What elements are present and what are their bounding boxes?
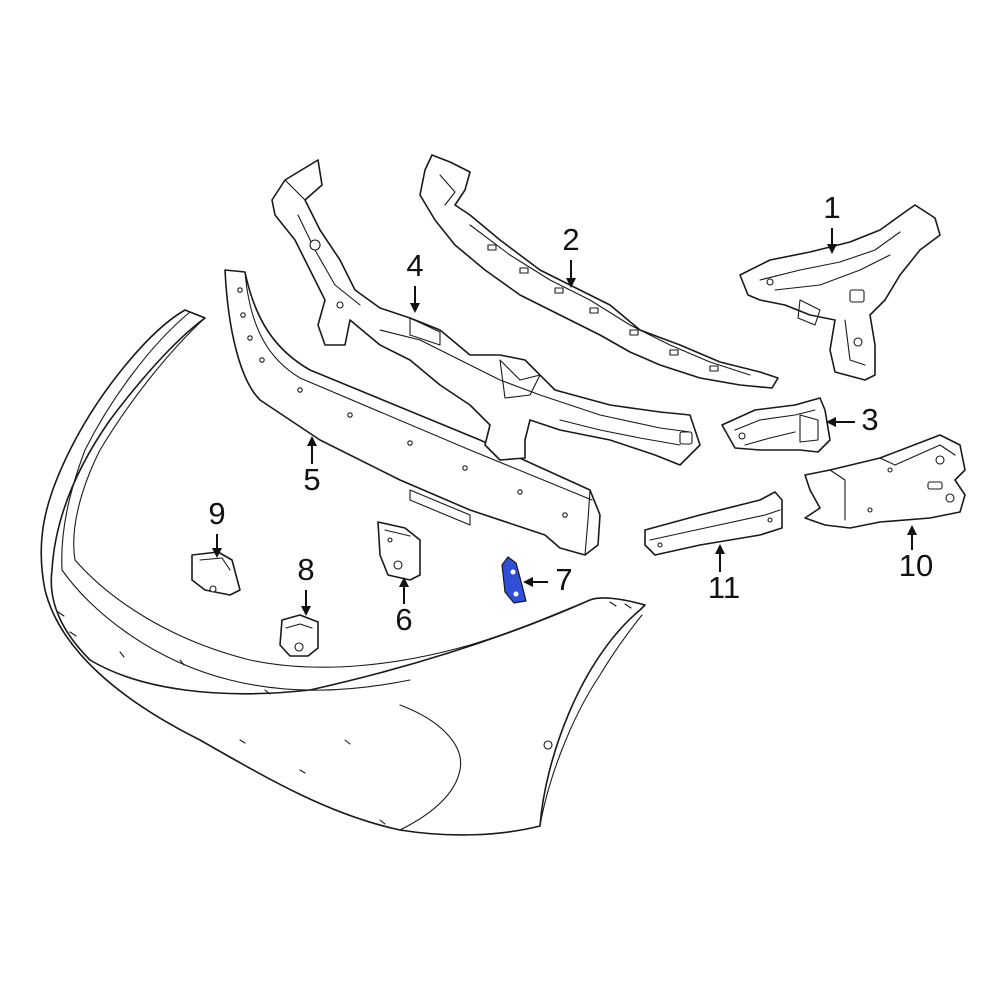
callout-label-10: 10 xyxy=(899,548,933,583)
callout-1[interactable]: 1 xyxy=(823,190,841,254)
callout-label-6: 6 xyxy=(395,602,412,637)
callout-label-11: 11 xyxy=(708,570,740,605)
part-1-side-bracket xyxy=(739,204,941,381)
part-5-reinforcement xyxy=(224,269,601,556)
callout-2[interactable]: 2 xyxy=(562,222,580,288)
callout-label-8: 8 xyxy=(297,552,314,587)
part-2-upper-bracket xyxy=(419,154,779,389)
part-9-sensor xyxy=(191,551,241,596)
part-3-small-bracket xyxy=(721,397,831,453)
part-6-bracket-plate xyxy=(377,521,421,581)
part-11-absorber xyxy=(644,491,783,556)
callout-8[interactable]: 8 xyxy=(297,552,315,616)
callout-6[interactable]: 6 xyxy=(395,577,413,637)
bumper-cover xyxy=(40,309,646,836)
callout-7[interactable]: 7 xyxy=(523,562,573,597)
callout-9[interactable]: 9 xyxy=(208,496,226,558)
part-4-upper-retainer xyxy=(271,159,701,466)
callout-3[interactable]: 3 xyxy=(826,402,879,437)
callout-label-2: 2 xyxy=(562,222,579,257)
callout-label-5: 5 xyxy=(303,462,320,497)
callout-label-9: 9 xyxy=(208,496,225,531)
callout-10[interactable]: 10 xyxy=(899,525,933,583)
callout-5[interactable]: 5 xyxy=(303,436,321,497)
callout-label-7: 7 xyxy=(555,562,572,597)
callout-11[interactable]: 11 xyxy=(708,544,740,605)
callout-label-4: 4 xyxy=(406,248,423,283)
callout-4[interactable]: 4 xyxy=(406,248,424,313)
callout-label-1: 1 xyxy=(823,190,840,225)
part-10-mounting-plate xyxy=(804,434,966,529)
callout-label-3: 3 xyxy=(861,402,878,437)
part-7-highlighted-bracket[interactable] xyxy=(501,556,527,604)
part-8-clip xyxy=(279,614,319,657)
